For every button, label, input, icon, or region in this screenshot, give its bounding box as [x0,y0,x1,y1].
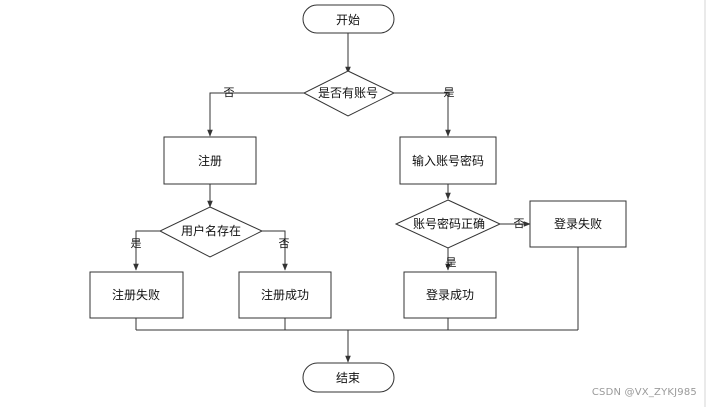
start-label: 开始 [336,13,360,27]
enter-credentials-box [399,136,497,185]
username-exists-no-label: 否 [279,237,290,250]
credentials-correct-no-label: 否 [514,217,525,230]
register-box [163,136,257,185]
has-account-no-label: 否 [224,86,235,99]
end-terminator-shape [302,362,395,393]
username-exists-diamond-shape [158,206,264,258]
login-failed-label: 登录失败 [554,216,602,231]
start-terminator-shape [302,4,395,34]
edge-labels: 否 是 是 否 否 是 [131,86,525,269]
login-success-box [403,271,497,319]
connector-lines [133,33,579,363]
login-failed-box [529,200,627,248]
arrow-yes-to-register-failed [133,230,160,271]
register-success-process: 注册成功 [238,271,332,319]
username-exists-decision: 用户名存在 [158,206,264,258]
register-failed-label: 注册失败 [112,287,160,302]
arrow-no-to-register [207,92,304,137]
credentials-correct-label: 账号密码正确 [413,216,485,231]
register-success-box [238,271,332,319]
username-exists-yes-label: 是 [131,237,142,250]
start-node: 开始 [302,4,395,34]
has-account-diamond-shape [302,70,396,117]
register-success-label: 注册成功 [261,287,309,302]
register-process: 注册 [163,136,257,185]
has-account-label: 是否有账号 [318,86,378,100]
register-failed-process: 注册失败 [89,271,184,319]
register-label: 注册 [198,153,222,168]
credentials-correct-yes-label: 是 [446,256,457,269]
has-account-yes-label: 是 [444,86,455,99]
csdn-watermark: CSDN @VX_ZYKJ985 [591,387,697,398]
credentials-correct-diamond-shape [394,199,502,249]
login-success-process: 登录成功 [403,271,497,319]
enter-credentials-label: 输入账号密码 [412,153,484,168]
end-node: 结束 [302,362,395,393]
login-success-label: 登录成功 [426,287,474,302]
has-account-decision: 是否有账号 [302,70,396,117]
enter-credentials-process: 输入账号密码 [399,136,497,185]
register-failed-box [89,271,184,319]
credentials-correct-decision: 账号密码正确 [394,199,502,249]
arrow-no-to-register-success [262,230,288,271]
arrow-yes-to-enter-credentials [392,92,451,137]
login-failed-process: 登录失败 [529,200,627,248]
username-exists-label: 用户名存在 [181,223,241,238]
end-label: 结束 [336,371,360,385]
